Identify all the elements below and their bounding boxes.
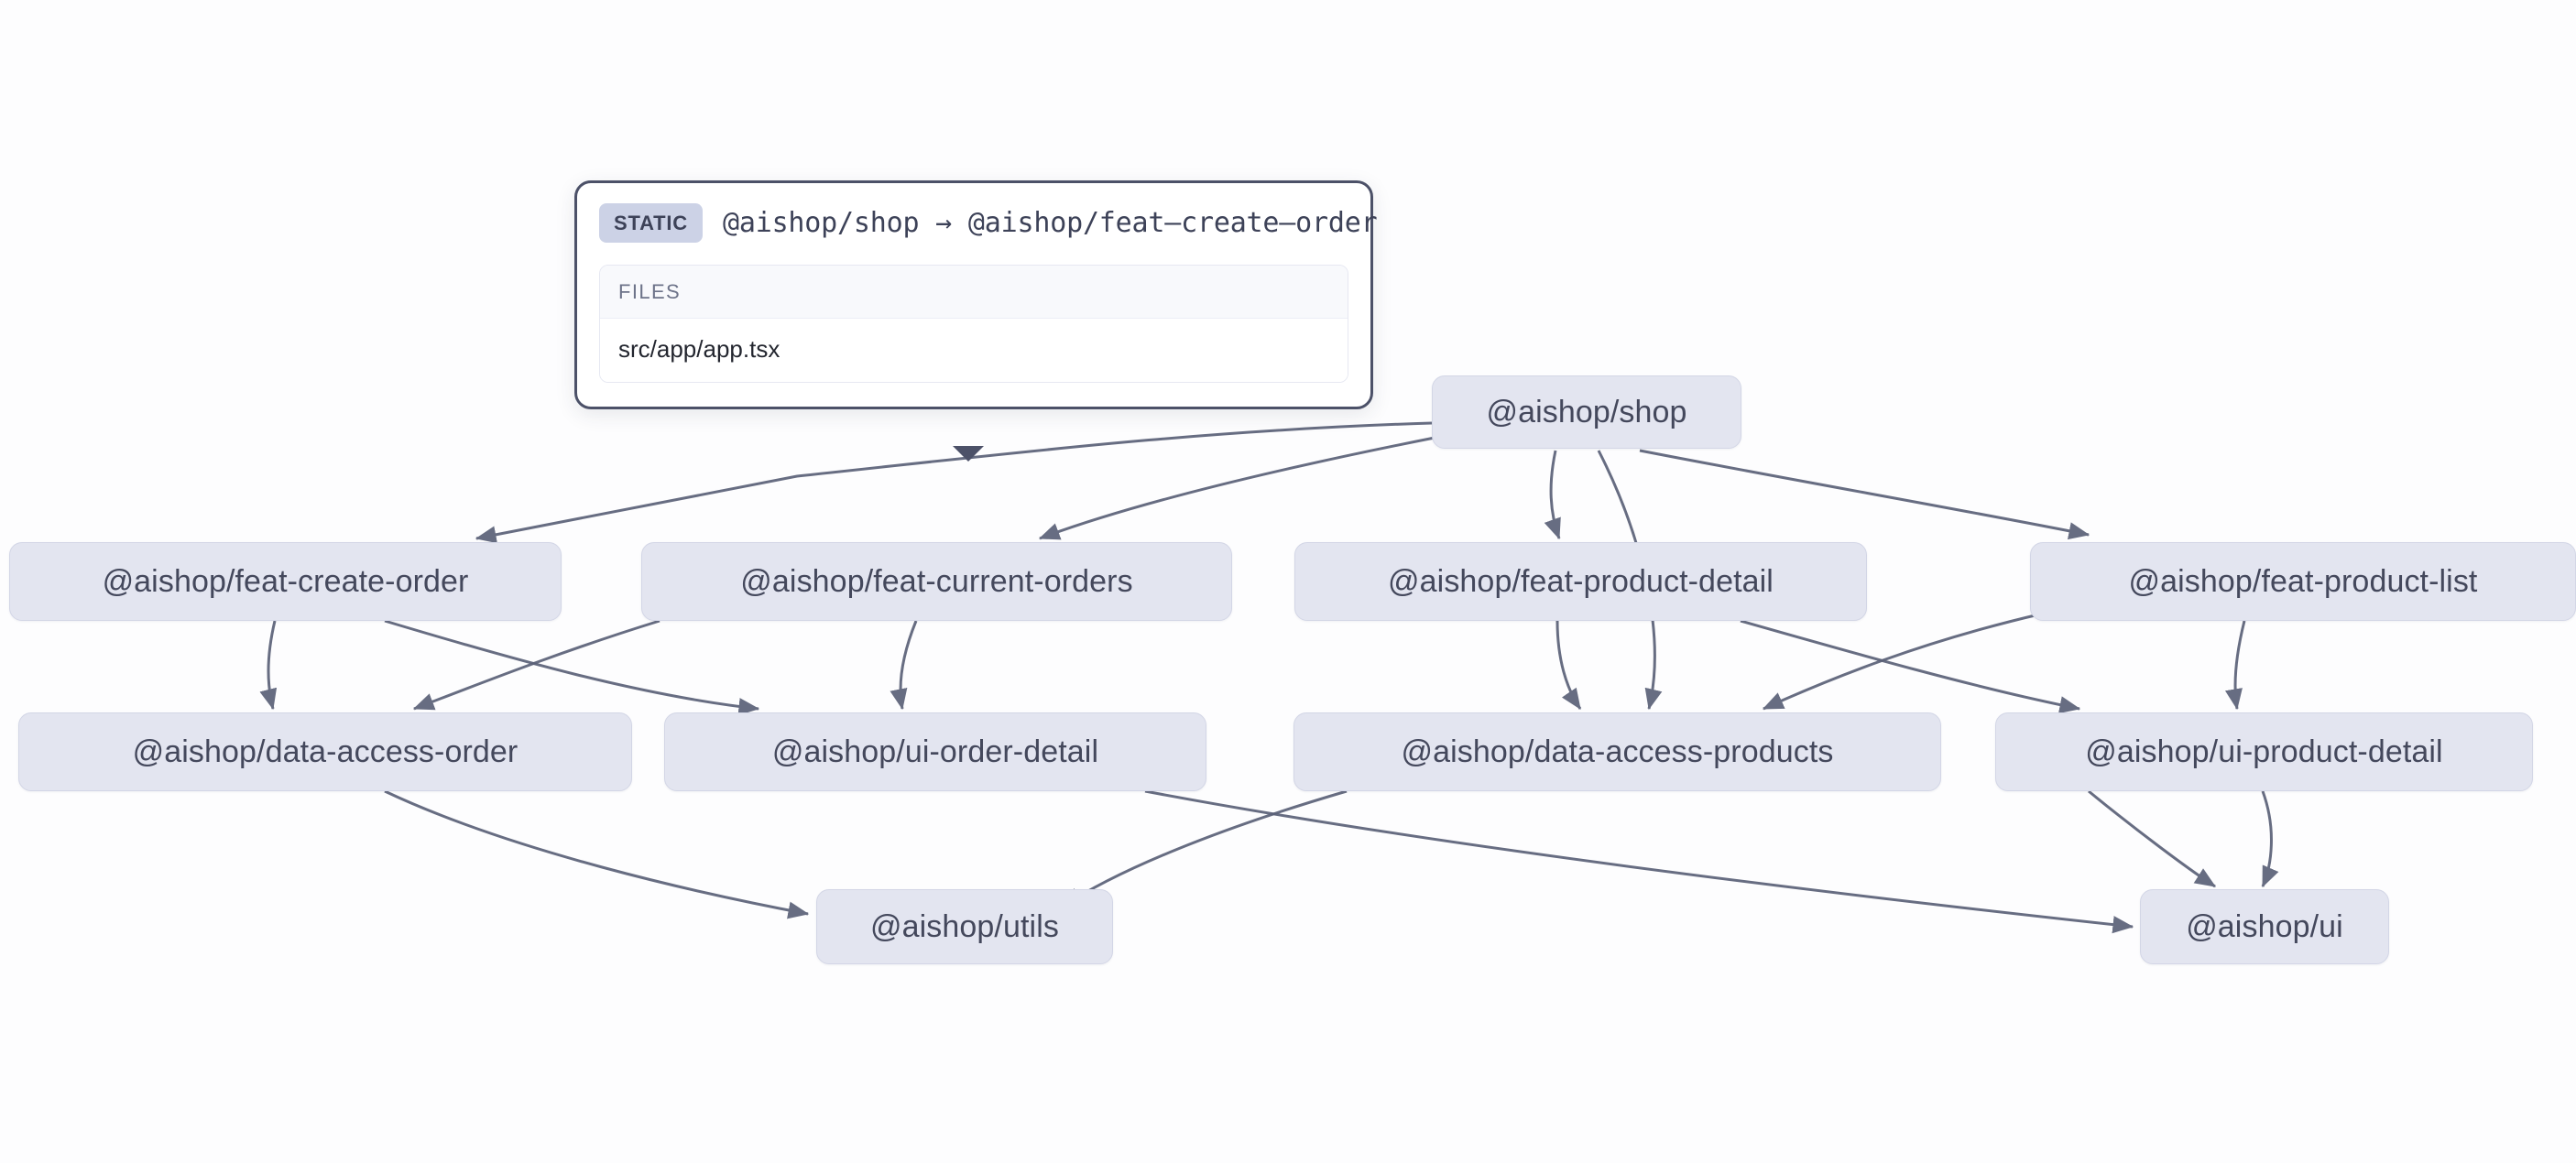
graph-edge-shop-to-feat-current-orders[interactable] xyxy=(1038,436,1435,540)
graph-node-feat-create-order[interactable]: @aishop/feat-create-order xyxy=(9,542,562,621)
tooltip-pointer-arrow xyxy=(953,446,984,462)
graph-edge-feat-product-list-to-ui-product-detail[interactable] xyxy=(2224,620,2246,711)
graph-edge-feat-current-orders-to-ui-order-detail[interactable] xyxy=(890,620,918,711)
static-badge: STATIC xyxy=(599,203,703,243)
graph-node-label: @aishop/ui-order-detail xyxy=(771,734,1099,769)
files-section-header: FILES xyxy=(600,266,1348,319)
graph-edge-data-access-order-to-utils[interactable] xyxy=(384,789,810,919)
graph-edge-ui-product-detail-to-ui[interactable] xyxy=(2088,789,2217,888)
graph-node-label: @aishop/shop xyxy=(1486,394,1687,429)
graph-edge-feat-product-detail-to-data-access-products[interactable] xyxy=(1555,620,1582,710)
graph-edge-shop-to-feat-product-detail[interactable] xyxy=(1544,450,1561,540)
tooltip-files-panel: FILES src/app/app.tsx xyxy=(599,265,1348,383)
graph-node-label: @aishop/feat-product-list xyxy=(2128,563,2478,599)
graph-node-label: @aishop/feat-create-order xyxy=(102,563,469,599)
graph-edge-feat-current-orders-to-data-access-order[interactable] xyxy=(412,619,660,711)
graph-node-ui-product-detail[interactable]: @aishop/ui-product-detail xyxy=(1995,712,2533,791)
graph-node-feat-current-orders[interactable]: @aishop/feat-current-orders xyxy=(641,542,1232,621)
graph-node-label: @aishop/ui-product-detail xyxy=(2085,734,2443,769)
graph-node-data-access-products[interactable]: @aishop/data-access-products xyxy=(1293,712,1941,791)
graph-node-feat-product-list[interactable]: @aishop/feat-product-list xyxy=(2030,542,2576,621)
graph-edge-data-access-products-to-utils[interactable] xyxy=(1062,789,1348,908)
graph-edge-feat-product-detail-to-ui-product-detail[interactable] xyxy=(1740,619,2081,714)
graph-edge-feat-product-list-to-data-access-products[interactable] xyxy=(1762,612,2044,711)
graph-node-label: @aishop/data-access-order xyxy=(132,734,518,769)
graph-node-utils[interactable]: @aishop/utils xyxy=(816,889,1113,964)
graph-node-ui-order-detail[interactable]: @aishop/ui-order-detail xyxy=(664,712,1206,791)
graph-node-label: @aishop/feat-current-orders xyxy=(740,563,1133,599)
graph-edge-feat-create-order-to-data-access-order[interactable] xyxy=(259,620,278,711)
graph-node-label: @aishop/utils xyxy=(870,908,1059,944)
graph-node-feat-product-detail[interactable]: @aishop/feat-product-detail xyxy=(1294,542,1867,621)
graph-edge-ui-product-detail-to-ui[interactable] xyxy=(2261,790,2279,888)
graph-node-ui[interactable]: @aishop/ui xyxy=(2140,889,2389,964)
graph-edge-shop-to-feat-product-list[interactable] xyxy=(1639,449,2090,540)
tooltip-header: STATIC @aishop/shop → @aishop/feat–creat… xyxy=(599,203,1378,243)
graph-edge-feat-create-order-to-ui-order-detail[interactable] xyxy=(384,619,760,716)
graph-node-label: @aishop/data-access-products xyxy=(1401,734,1834,769)
graph-node-data-access-order[interactable]: @aishop/data-access-order xyxy=(18,712,632,791)
tooltip-edge-title: @aishop/shop → @aishop/feat–create–order xyxy=(722,207,1378,239)
graph-node-label: @aishop/ui xyxy=(2186,908,2343,944)
file-row: src/app/app.tsx xyxy=(600,319,1348,382)
graph-node-label: @aishop/feat-product-detail xyxy=(1388,563,1774,599)
graph-edge-ui-order-detail-to-ui[interactable] xyxy=(1144,789,2134,934)
graph-edge-shop-to-feat-create-order[interactable] xyxy=(475,421,1433,544)
graph-node-shop[interactable]: @aishop/shop xyxy=(1432,375,1741,449)
edge-detail-tooltip[interactable]: STATIC @aishop/shop → @aishop/feat–creat… xyxy=(574,180,1378,409)
files-list: src/app/app.tsx xyxy=(600,319,1348,382)
